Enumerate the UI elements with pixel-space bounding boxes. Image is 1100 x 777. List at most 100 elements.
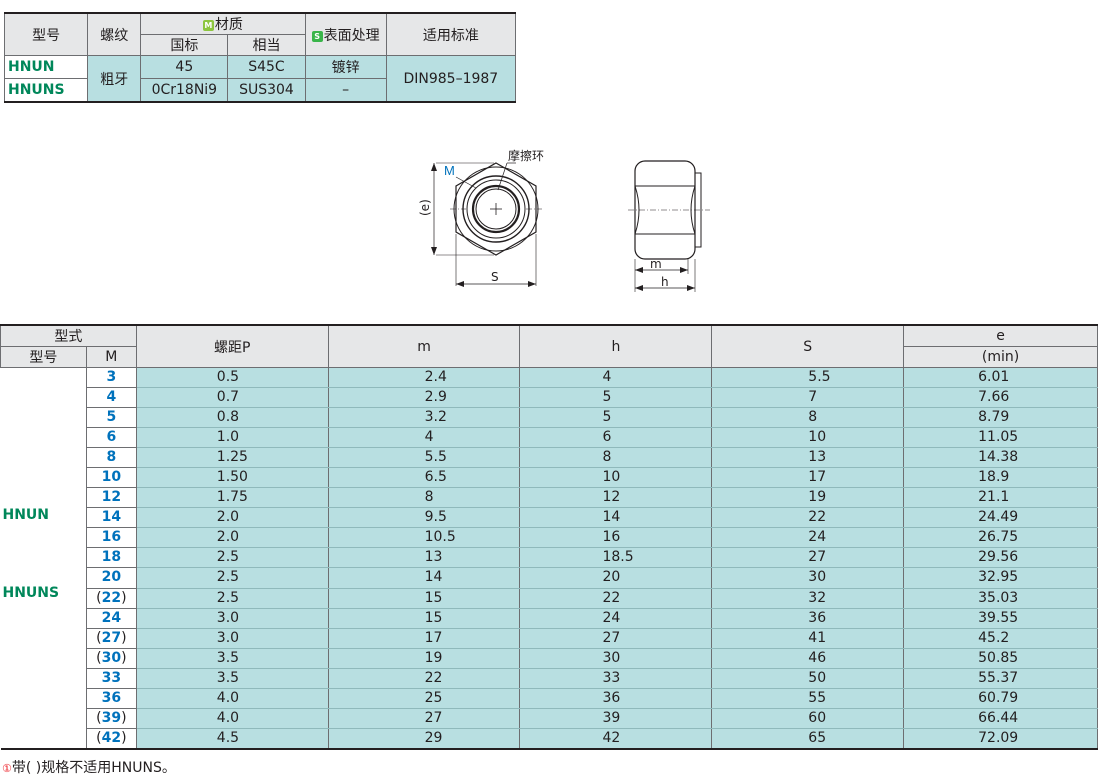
size-cell: 12 bbox=[85, 487, 137, 509]
e-cell: 39.55 bbox=[903, 608, 1098, 629]
e-cell: 6.01 bbox=[903, 367, 1098, 389]
size-cell: 10 bbox=[85, 467, 137, 489]
series-label: HNUNS bbox=[2, 585, 60, 601]
size-cell: 4 bbox=[85, 387, 137, 409]
pitch-cell: 2.5 bbox=[136, 547, 329, 569]
standard-header: 适用标准 bbox=[385, 12, 517, 56]
e-cell: 7.66 bbox=[903, 387, 1098, 409]
material-row-model: HNUNS bbox=[3, 78, 89, 103]
e-cell: 72.09 bbox=[903, 728, 1098, 750]
material-row-surface: 镀锌 bbox=[304, 55, 387, 79]
h-cell: 39 bbox=[519, 708, 713, 729]
s-cell: 60 bbox=[711, 708, 905, 729]
m-cell: 2.9 bbox=[328, 387, 521, 409]
h-cell: 18.5 bbox=[519, 547, 713, 569]
s-cell: 10 bbox=[711, 427, 905, 449]
material-row-model: HNUN bbox=[3, 55, 89, 79]
size-cell: (27) bbox=[85, 627, 137, 649]
s-cell: 7 bbox=[711, 387, 905, 409]
pitch-cell: 3.5 bbox=[136, 648, 329, 669]
m-cell: 5.5 bbox=[328, 447, 521, 469]
h-cell: 30 bbox=[519, 648, 713, 669]
e-cell: 32.95 bbox=[903, 567, 1098, 589]
m-cell: 8 bbox=[328, 487, 521, 509]
nut-drawing: M 摩擦环 (e) S m h bbox=[418, 148, 710, 292]
size-cell: 24 bbox=[85, 607, 137, 629]
size-cell: 16 bbox=[85, 527, 137, 549]
material-row-gb: 45 bbox=[140, 55, 229, 79]
s-cell: 19 bbox=[711, 487, 905, 509]
m-cell: 2.4 bbox=[328, 367, 521, 389]
pitch-cell: 3.5 bbox=[136, 668, 329, 689]
m-cell: 15 bbox=[328, 608, 521, 629]
paren-open: ( bbox=[96, 589, 102, 606]
e-cell: 21.1 bbox=[903, 487, 1098, 509]
pitch-cell: 1.50 bbox=[136, 467, 329, 489]
equiv-header: 相当 bbox=[227, 34, 306, 56]
h-cell: 5 bbox=[519, 387, 713, 409]
pitch-cell: 1.75 bbox=[136, 487, 329, 509]
pitch-cell: 4.0 bbox=[136, 708, 329, 729]
label-mm: m bbox=[650, 257, 662, 271]
standard-cell: DIN985–1987 bbox=[385, 55, 517, 103]
e-min-header: (min) bbox=[903, 346, 1098, 368]
h-cell: 36 bbox=[519, 688, 713, 709]
surface-badge-icon: S bbox=[311, 30, 323, 42]
size-value: 22 bbox=[101, 589, 122, 606]
pitch-cell: 0.7 bbox=[136, 387, 329, 409]
size-cell: (42) bbox=[85, 727, 137, 750]
size-cell: (30) bbox=[85, 647, 137, 669]
s-cell: 46 bbox=[711, 648, 905, 669]
friction-ring-circle bbox=[471, 184, 521, 234]
paren-close: ) bbox=[121, 709, 127, 726]
s-cell: 5.5 bbox=[711, 367, 905, 389]
material-row-equiv: SUS304 bbox=[227, 78, 306, 103]
e-cell: 26.75 bbox=[903, 527, 1098, 549]
h-cell: 42 bbox=[519, 728, 713, 750]
material-row-gb: 0Cr18Ni9 bbox=[140, 78, 229, 103]
label-s: S bbox=[491, 270, 499, 284]
material-row-equiv: S45C bbox=[227, 55, 306, 79]
paren-close: ) bbox=[121, 589, 127, 606]
h-cell: 33 bbox=[519, 668, 713, 689]
h-cell: 4 bbox=[519, 367, 713, 389]
s-cell: 32 bbox=[711, 588, 905, 609]
pitch-cell: 1.25 bbox=[136, 447, 329, 469]
e-cell: 14.38 bbox=[903, 447, 1098, 469]
hex-outline bbox=[455, 162, 537, 256]
m-cell: 9.5 bbox=[328, 507, 521, 529]
size-cell: 20 bbox=[85, 567, 137, 589]
e-cell: 35.03 bbox=[903, 588, 1098, 609]
e-cell: 45.2 bbox=[903, 628, 1098, 649]
material-badge-icon: M bbox=[202, 20, 214, 31]
s-cell: 17 bbox=[711, 467, 905, 489]
m-header: m bbox=[327, 324, 521, 368]
s-cell: 30 bbox=[711, 567, 905, 589]
h-cell: 5 bbox=[519, 407, 713, 429]
e-cell: 60.79 bbox=[903, 688, 1098, 709]
h-cell: 24 bbox=[519, 608, 713, 629]
gb-header: 国标 bbox=[140, 34, 229, 56]
pitch-cell: 2.0 bbox=[136, 527, 329, 549]
pitch-header: 螺距P bbox=[135, 324, 329, 368]
pitch-cell: 2.5 bbox=[136, 588, 329, 609]
label-e: (e) bbox=[418, 199, 432, 216]
size-value: 39 bbox=[101, 709, 122, 726]
m-cell: 10.5 bbox=[328, 527, 521, 549]
s-cell: 50 bbox=[711, 668, 905, 689]
footnote-marker-icon: ① bbox=[2, 762, 12, 775]
s-cell: 65 bbox=[711, 728, 905, 750]
size-cell: 3 bbox=[85, 366, 137, 389]
e-cell: 11.05 bbox=[903, 427, 1098, 449]
